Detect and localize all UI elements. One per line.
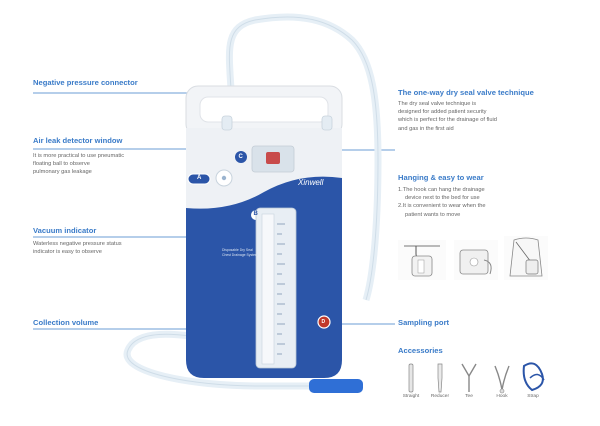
hanging-text: 1.The hook can hang the drainage device … [398, 186, 486, 219]
device-stand-icon [459, 249, 492, 275]
hanging-title: Hanging & easy to wear [398, 173, 484, 182]
badge-c: C [238, 153, 243, 160]
hanging-line-2: device next to the bed for use [405, 195, 480, 202]
hanging-line-1: 1.The hook can hang the drainage [398, 187, 485, 193]
air-leak-line-3: pulmonary gas leakage [33, 169, 92, 176]
vacuum-indicator-text: Waterless negative pressure status indic… [33, 240, 122, 256]
dry-seal-line-3: which is perfect for the drainage of flu… [398, 117, 497, 124]
hook-icon [494, 365, 510, 394]
brand-label: Xinwell [298, 178, 324, 187]
vacuum-line-2: indicator is easy to observe [33, 249, 102, 256]
wearing-illustration [504, 236, 548, 280]
badge-d: D [321, 319, 326, 325]
collection-volume-title: Collection volume [33, 318, 99, 327]
accessory-label-hook: Hook [496, 394, 508, 399]
air-leak-line-1: It is more practical to use pneumatic [33, 153, 125, 159]
vacuum-indicator-title: Vacuum indicator [33, 226, 97, 235]
sampling-port [317, 315, 331, 329]
air-leak-detector-text: It is more practical to use pneumatic fl… [33, 152, 124, 177]
tee-connector-icon [461, 363, 477, 392]
hook-hanging-illustration [398, 240, 446, 280]
sampling-port-title: Sampling port [398, 318, 450, 327]
accessory-label-straight: Straight [402, 394, 420, 399]
badge-b: B [253, 211, 258, 217]
bed-hook-icon [404, 245, 440, 277]
straight-connector-icon [408, 363, 414, 393]
stand-illustration [454, 240, 498, 280]
badge-a: A [197, 175, 202, 181]
dry-seal-valve-title: The one-way dry seal valve technique [398, 88, 534, 97]
accessory-label-tee: Tee [465, 394, 473, 399]
hanging-line-3: 2.It is convenient to wear when the [398, 203, 486, 210]
dry-seal-line-4: and gas in the first aid [398, 125, 454, 132]
tube-tip [309, 379, 363, 393]
accessories-icons [408, 362, 545, 394]
device-small-text-2: Chest Drainage System [222, 253, 258, 257]
dry-seal-line-1: The dry seal valve technique is [398, 101, 477, 107]
reducer-connector-icon [437, 363, 443, 393]
dry-seal-valve-text: The dry seal valve technique is designed… [398, 100, 497, 133]
strap-icon [522, 362, 545, 392]
accessories-title: Accessories [398, 346, 443, 355]
negative-pressure-connector-title: Negative pressure connector [33, 78, 138, 87]
accessory-label-reducer: Reducer [430, 394, 450, 399]
accessory-label-strap: Strap [527, 394, 539, 399]
hanging-line-4: patient wants to move [405, 211, 461, 218]
air-leak-line-2: floating ball to observe [33, 161, 90, 168]
device-small-text-1: Disposable Dry Seal [222, 248, 253, 252]
patient-wearing-icon [509, 237, 543, 277]
air-leak-detector-title: Air leak detector window [33, 136, 123, 145]
dry-seal-line-2: designed for added patient security [398, 109, 487, 116]
vacuum-line-1: Waterless negative pressure status [33, 241, 122, 247]
